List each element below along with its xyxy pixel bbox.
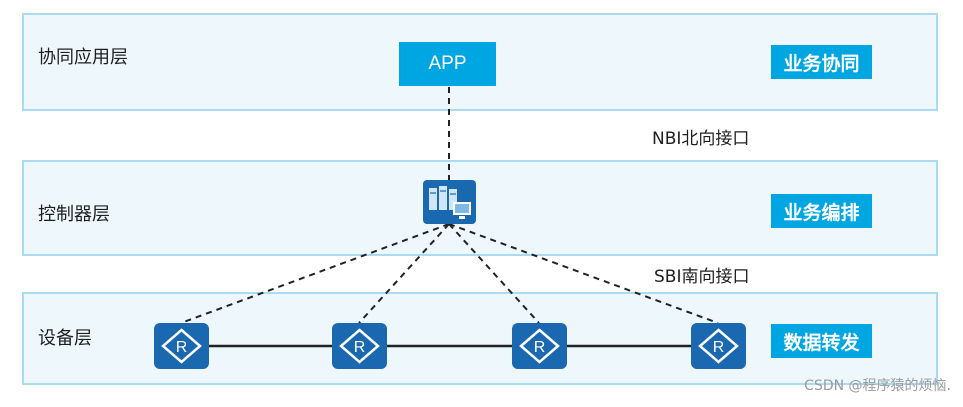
sbi-label: SBI南向接口 [654, 267, 750, 287]
sbi-link-4 [448, 223, 719, 324]
router-icon: R [154, 323, 209, 369]
router-glyph: R [176, 339, 188, 356]
router-glyph: R [713, 339, 725, 356]
router-icon: R [512, 323, 567, 369]
layer-label-app: 协同应用层 [38, 47, 128, 68]
router-icon: R [691, 323, 746, 369]
router-glyph: R [354, 339, 366, 356]
sbi-link-3 [448, 223, 540, 324]
layer-collaborative-app: 协同应用层 业务协同 [22, 13, 938, 111]
watermark: CSDN @程序猿的烦恼. [804, 378, 951, 394]
nbi-label: NBI北向接口 [652, 129, 750, 149]
layer-controller: 控制器层 业务编排 [22, 160, 938, 256]
sbi-link-1 [180, 223, 450, 324]
controller-server-icon [423, 180, 476, 224]
app-box: APP [399, 42, 496, 86]
router-glyph: R [534, 339, 546, 356]
router-icon: R [332, 323, 387, 369]
tag-data-forwarding: 数据转发 [771, 324, 872, 358]
layer-label-controller: 控制器层 [38, 204, 110, 225]
tag-service-orchestration: 业务编排 [771, 194, 872, 228]
tag-service-collaboration: 业务协同 [771, 45, 872, 79]
layer-label-device: 设备层 [38, 328, 92, 349]
sbi-link-2 [358, 223, 450, 324]
